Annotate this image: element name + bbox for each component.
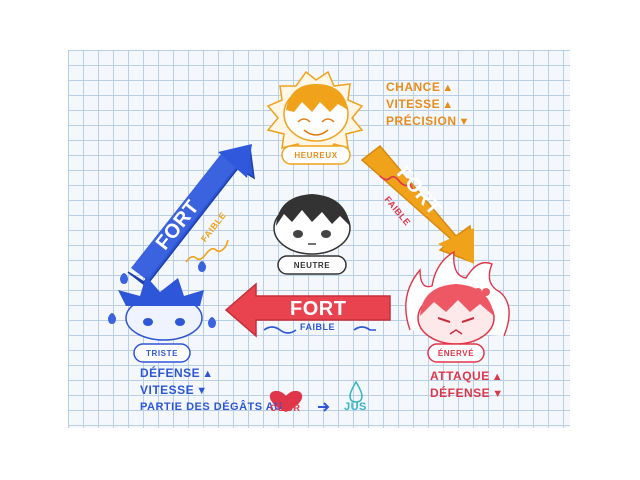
happy-label: HEUREUX: [294, 151, 338, 160]
neutral-label: NEUTRE: [293, 261, 331, 270]
fort-label-bottom-arrow: FORT: [290, 298, 347, 320]
heart-label: CŒUR: [270, 403, 301, 413]
arrow-right-icon: [318, 402, 330, 412]
sad-face-icon: [108, 261, 216, 363]
angry-stat-attack: ATTAQUE▲: [430, 369, 504, 383]
angry-label: ÉNERVÉ: [437, 349, 475, 358]
arrow-top-to-right: [360, 144, 474, 264]
happy-stat-speed: VITESSE▲: [386, 97, 454, 111]
sad-label: TRISTE: [145, 349, 179, 358]
sad-stat-speed: VITESSE▼: [140, 383, 208, 397]
angry-stat-defense: DÉFENSE▼: [430, 386, 504, 400]
happy-face-icon: [266, 70, 364, 165]
arrow-right-to-left: [224, 282, 391, 338]
heart-icon: [269, 390, 303, 412]
neutral-face-icon: [273, 194, 351, 275]
angry-face-icon: [405, 250, 510, 363]
happy-stat-luck: CHANCE▲: [386, 80, 454, 94]
arrow-left-to-top: [127, 144, 255, 288]
happy-stat-accuracy: PRÉCISION▼: [386, 114, 470, 128]
juice-label: JUS: [344, 401, 367, 413]
weak-arrow-squiggles: [185, 175, 415, 334]
sad-stat-damage-note: PARTIE DES DÉGÂTS AU: [140, 401, 283, 413]
faible-label-bottom-arrow: FAIBLE: [300, 322, 336, 332]
sad-stat-defense: DÉFENSE▲: [140, 366, 214, 380]
juice-drop-icon: [349, 380, 363, 403]
